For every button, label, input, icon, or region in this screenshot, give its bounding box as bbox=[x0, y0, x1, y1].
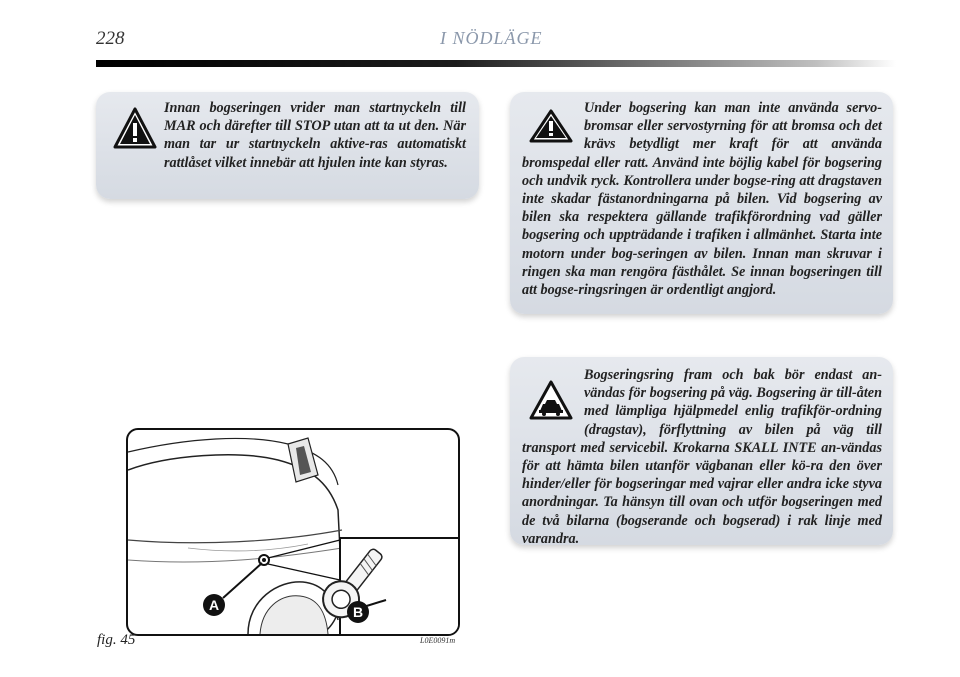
warning-note-towing: Under bogsering kan man inte använda ser… bbox=[510, 92, 893, 314]
caution-note-towing-ring: Bogseringsring fram och bak bör endast a… bbox=[510, 357, 893, 547]
warning-triangle-icon bbox=[529, 109, 573, 143]
car-rear-illustration: A B bbox=[128, 437, 458, 634]
section-title: I NÖDLÄGE bbox=[440, 28, 543, 48]
header-rule bbox=[96, 60, 896, 67]
label-b: B bbox=[353, 604, 363, 620]
caution-note-towing-ring-text: Bogseringsring fram och bak bör endast a… bbox=[522, 367, 882, 547]
figure-code: L0E0091m bbox=[420, 636, 456, 645]
car-caution-icon bbox=[529, 380, 573, 420]
figure-caption: fig. 45 bbox=[97, 632, 136, 648]
warning-note-ignition-text: Innan bogseringen vrider man startnyckel… bbox=[164, 100, 466, 171]
label-a: A bbox=[209, 597, 219, 613]
warning-note-ignition: Innan bogseringen vrider man startnyckel… bbox=[96, 92, 479, 199]
towing-ring-figure: A B bbox=[126, 428, 460, 636]
warning-note-towing-text: Under bogsering kan man inte använda ser… bbox=[522, 100, 882, 299]
page-number: 228 bbox=[96, 28, 125, 49]
warning-triangle-icon bbox=[113, 107, 157, 149]
